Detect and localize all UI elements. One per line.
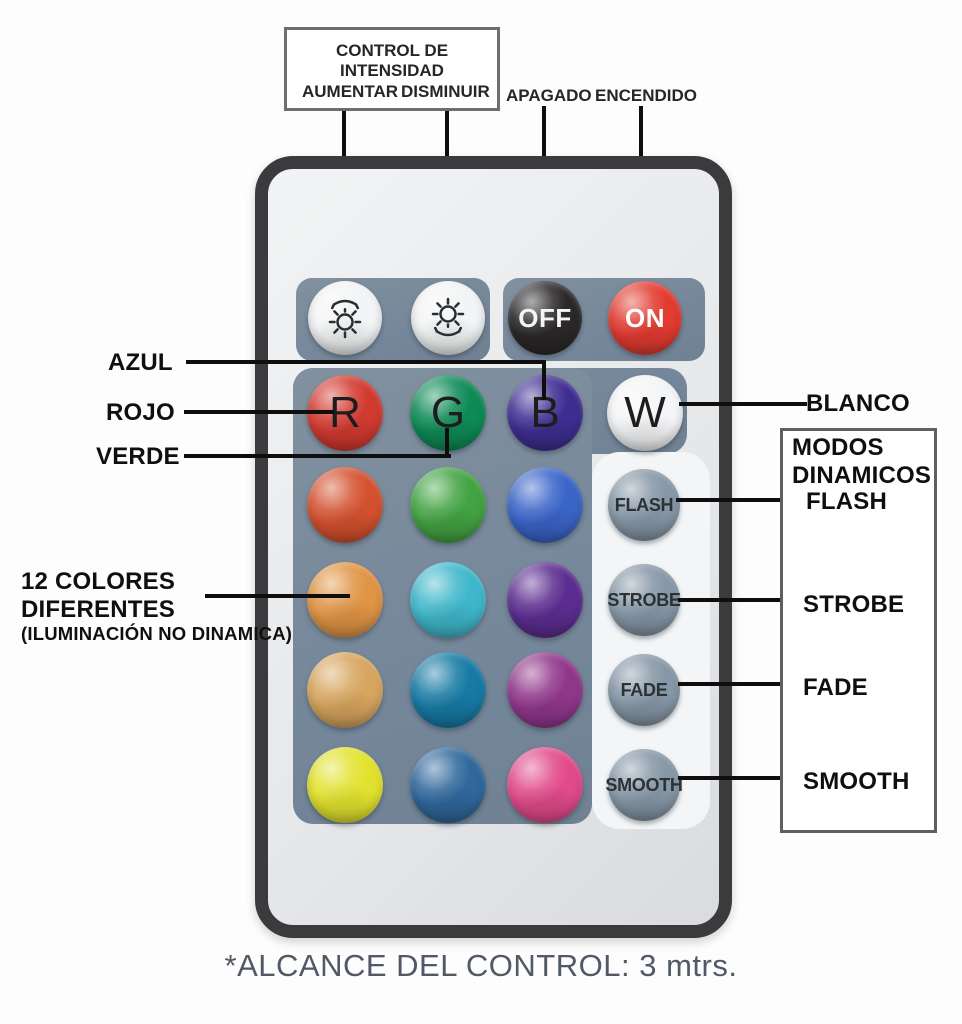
color-button-r3c1[interactable] [307,652,383,728]
fade-label: FADE [803,674,868,701]
brightness-up-button[interactable] [308,281,382,355]
brightness-down-button[interactable] [411,281,485,355]
twelve-colors-label-line3: (ILUMINACIÓN NO DINAMICA) [21,623,293,644]
strobe-label: STROBE [803,591,905,618]
connector-line [445,428,449,458]
color-button-r2c3[interactable] [507,562,583,638]
flash-button-label: FLASH [614,494,674,515]
connector-line [676,498,802,502]
intensity-control-box: CONTROL DE INTENSIDAD [284,27,500,111]
connector-line [679,402,807,406]
strobe-button[interactable]: STROBE [607,564,681,636]
increase-label: AUMENTAR [302,82,399,101]
brightness-up-icon [328,299,362,339]
on-button[interactable]: ON [608,281,682,355]
white-button[interactable]: W [607,375,683,451]
connector-line [678,776,797,780]
dynamic-modes-box: MODOS DINAMICOS FLASH STROBE FADE SMOOTH [780,428,937,833]
fade-button-label: FADE [620,679,668,700]
twelve-colors-label-line2: DIFERENTES [21,596,176,623]
color-button-r2c2[interactable] [410,562,486,638]
brightness-down-icon [431,297,465,337]
range-footnote: *ALCANCE DEL CONTROL: 3 mtrs. [224,948,738,983]
azul-label: AZUL [108,349,173,376]
smooth-label: SMOOTH [803,768,910,795]
connector-line [184,454,451,458]
flash-label: FLASH [806,488,887,515]
color-button-r3c2[interactable] [410,652,486,728]
connector-line [678,682,797,686]
white-button-label: W [624,388,666,437]
color-button-r3c3[interactable] [507,652,583,728]
encendido-label: ENCENDIDO [595,86,698,105]
off-button-label: OFF [518,302,572,333]
color-button-r4c3[interactable] [507,747,583,823]
connector-line [678,598,797,602]
color-button-r4c2[interactable] [410,747,486,823]
modes-title-line1: MODOS [792,434,884,461]
connector-line [186,360,546,364]
verde-label: VERDE [96,443,180,470]
connector-line [184,410,334,414]
color-button-r4c1[interactable] [307,747,383,823]
modes-title-line2: DINAMICOS [792,462,932,489]
rojo-label: ROJO [106,399,175,426]
blanco-label: BLANCO [806,390,910,417]
fade-button[interactable]: FADE [608,654,680,726]
color-button-r2c1[interactable] [307,562,383,638]
color-button-r1c2[interactable] [410,467,486,543]
apagado-label: APAGADO [506,86,592,105]
color-button-r1c3[interactable] [507,467,583,543]
smooth-button[interactable]: SMOOTH [605,749,683,821]
intensity-title: CONTROL DE INTENSIDAD [335,41,449,80]
smooth-button-label: SMOOTH [605,774,683,795]
connector-line [542,360,546,400]
decrease-label: DISMINUIR [401,82,490,101]
color-button-r1c1[interactable] [307,467,383,543]
flash-button[interactable]: FLASH [608,469,680,541]
off-button[interactable]: OFF [508,281,582,355]
connector-line [205,594,350,598]
strobe-button-label: STROBE [607,589,681,610]
twelve-colors-label-line1: 12 COLORES [21,568,176,595]
on-button-label: ON [625,302,665,333]
